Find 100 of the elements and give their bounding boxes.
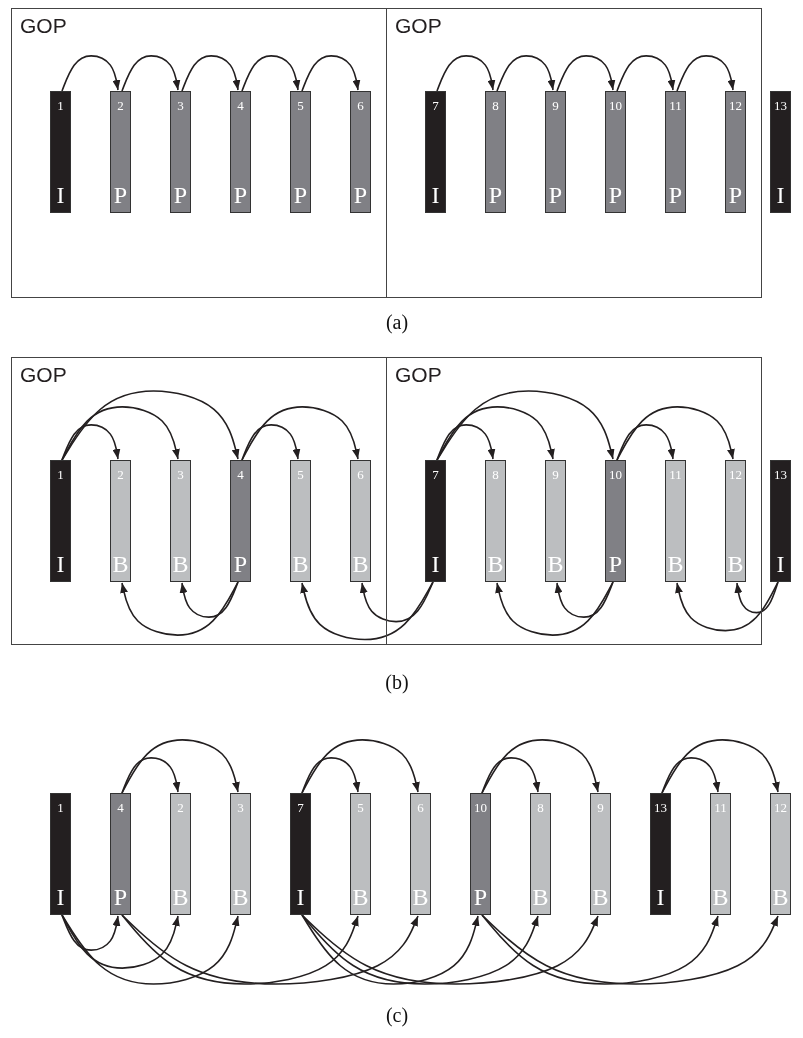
frame-bar (530, 793, 551, 915)
frame-type-label: B (291, 552, 310, 576)
frame-bar (425, 91, 446, 213)
frame-bar (410, 793, 431, 915)
frame-bar (485, 91, 506, 213)
frame-number: 6 (356, 468, 365, 481)
frame-type-label: B (771, 885, 790, 909)
frame-number: 5 (296, 468, 305, 481)
arrow (481, 757, 541, 794)
gop-panel (386, 357, 762, 645)
arrow (121, 757, 181, 794)
frame-bar (665, 91, 686, 213)
frame-type-label: I (775, 552, 786, 576)
frame-type-label: P (352, 183, 369, 207)
frame-bar (170, 91, 191, 213)
frame-number: 13 (773, 99, 788, 112)
frame-bar (230, 793, 251, 915)
frame-bar (770, 793, 791, 915)
frame-type-label: P (172, 183, 189, 207)
arrow (481, 739, 600, 794)
arrow (61, 406, 180, 461)
frame-number: 4 (116, 801, 125, 814)
frame-number: 12 (728, 99, 743, 112)
gop-panel (386, 8, 762, 298)
frame-bar (110, 91, 131, 213)
frame-number: 12 (773, 801, 788, 814)
frame-type-label: B (546, 552, 565, 576)
frame-type-label: P (607, 552, 624, 576)
frame-bar (470, 793, 491, 915)
frame-number: 9 (551, 468, 560, 481)
arrow (616, 55, 676, 92)
frame-number: 5 (296, 99, 305, 112)
arrow (241, 424, 301, 461)
arrow (436, 424, 496, 461)
arrow (436, 406, 555, 461)
frame-type-label: P (472, 885, 489, 909)
arrow (661, 757, 721, 794)
frame-type-label: I (430, 552, 441, 576)
frame-type-label: B (591, 885, 610, 909)
arrow (481, 914, 779, 985)
figure-caption: (a) (384, 312, 410, 332)
frame-bar (230, 91, 251, 213)
frame-type-label: I (55, 885, 66, 909)
gop-panel (11, 357, 387, 645)
frame-bar (590, 793, 611, 915)
frame-number: 8 (491, 99, 500, 112)
frame-number: 11 (668, 468, 683, 481)
frame-bar (350, 460, 371, 582)
frame-number: 8 (491, 468, 500, 481)
arrow (241, 406, 360, 461)
frame-bar (770, 460, 791, 582)
frame-type-label: P (727, 183, 744, 207)
frame-type-label: B (486, 552, 505, 576)
arrow (241, 55, 301, 92)
arrow (61, 424, 121, 461)
frame-type-label: B (171, 552, 190, 576)
arrow (496, 55, 556, 92)
arrow (300, 581, 434, 641)
frame-number: 4 (236, 99, 245, 112)
arrow (616, 406, 735, 461)
frame-bar (605, 91, 626, 213)
arrow (616, 424, 676, 461)
frame-number: 13 (773, 468, 788, 481)
frame-bar (350, 793, 371, 915)
frame-number: 2 (116, 468, 125, 481)
gop-panel (11, 8, 387, 298)
arrow (554, 581, 614, 618)
frame-type-label: B (711, 885, 730, 909)
frame-bar (50, 793, 71, 915)
arrow (301, 55, 361, 92)
frame-bar (650, 793, 671, 915)
gop-label: GOP (395, 364, 442, 385)
frame-number: 7 (296, 801, 305, 814)
frame-type-label: I (55, 552, 66, 576)
arrow (301, 739, 420, 794)
frame-bar (230, 460, 251, 582)
arrow (301, 914, 599, 985)
frame-number: 6 (356, 99, 365, 112)
arrow (676, 55, 736, 92)
frame-bar (290, 793, 311, 915)
arrow (675, 581, 779, 632)
frame-number: 11 (713, 801, 728, 814)
arrow (301, 914, 480, 985)
frame-bar (170, 460, 191, 582)
frame-type-label: P (232, 552, 249, 576)
frame-type-label: B (231, 885, 250, 909)
frame-number: 2 (116, 99, 125, 112)
frame-number: 13 (653, 801, 668, 814)
arrow (121, 739, 240, 794)
frame-type-label: P (547, 183, 564, 207)
arrow (61, 390, 240, 461)
frame-type-label: B (666, 552, 685, 576)
frame-type-label: B (351, 552, 370, 576)
arrow (61, 55, 121, 92)
frame-bar (725, 460, 746, 582)
arrow (121, 914, 419, 985)
frame-number: 1 (56, 99, 65, 112)
frame-bar (110, 793, 131, 915)
gop-label: GOP (20, 364, 67, 385)
frame-bar (545, 460, 566, 582)
